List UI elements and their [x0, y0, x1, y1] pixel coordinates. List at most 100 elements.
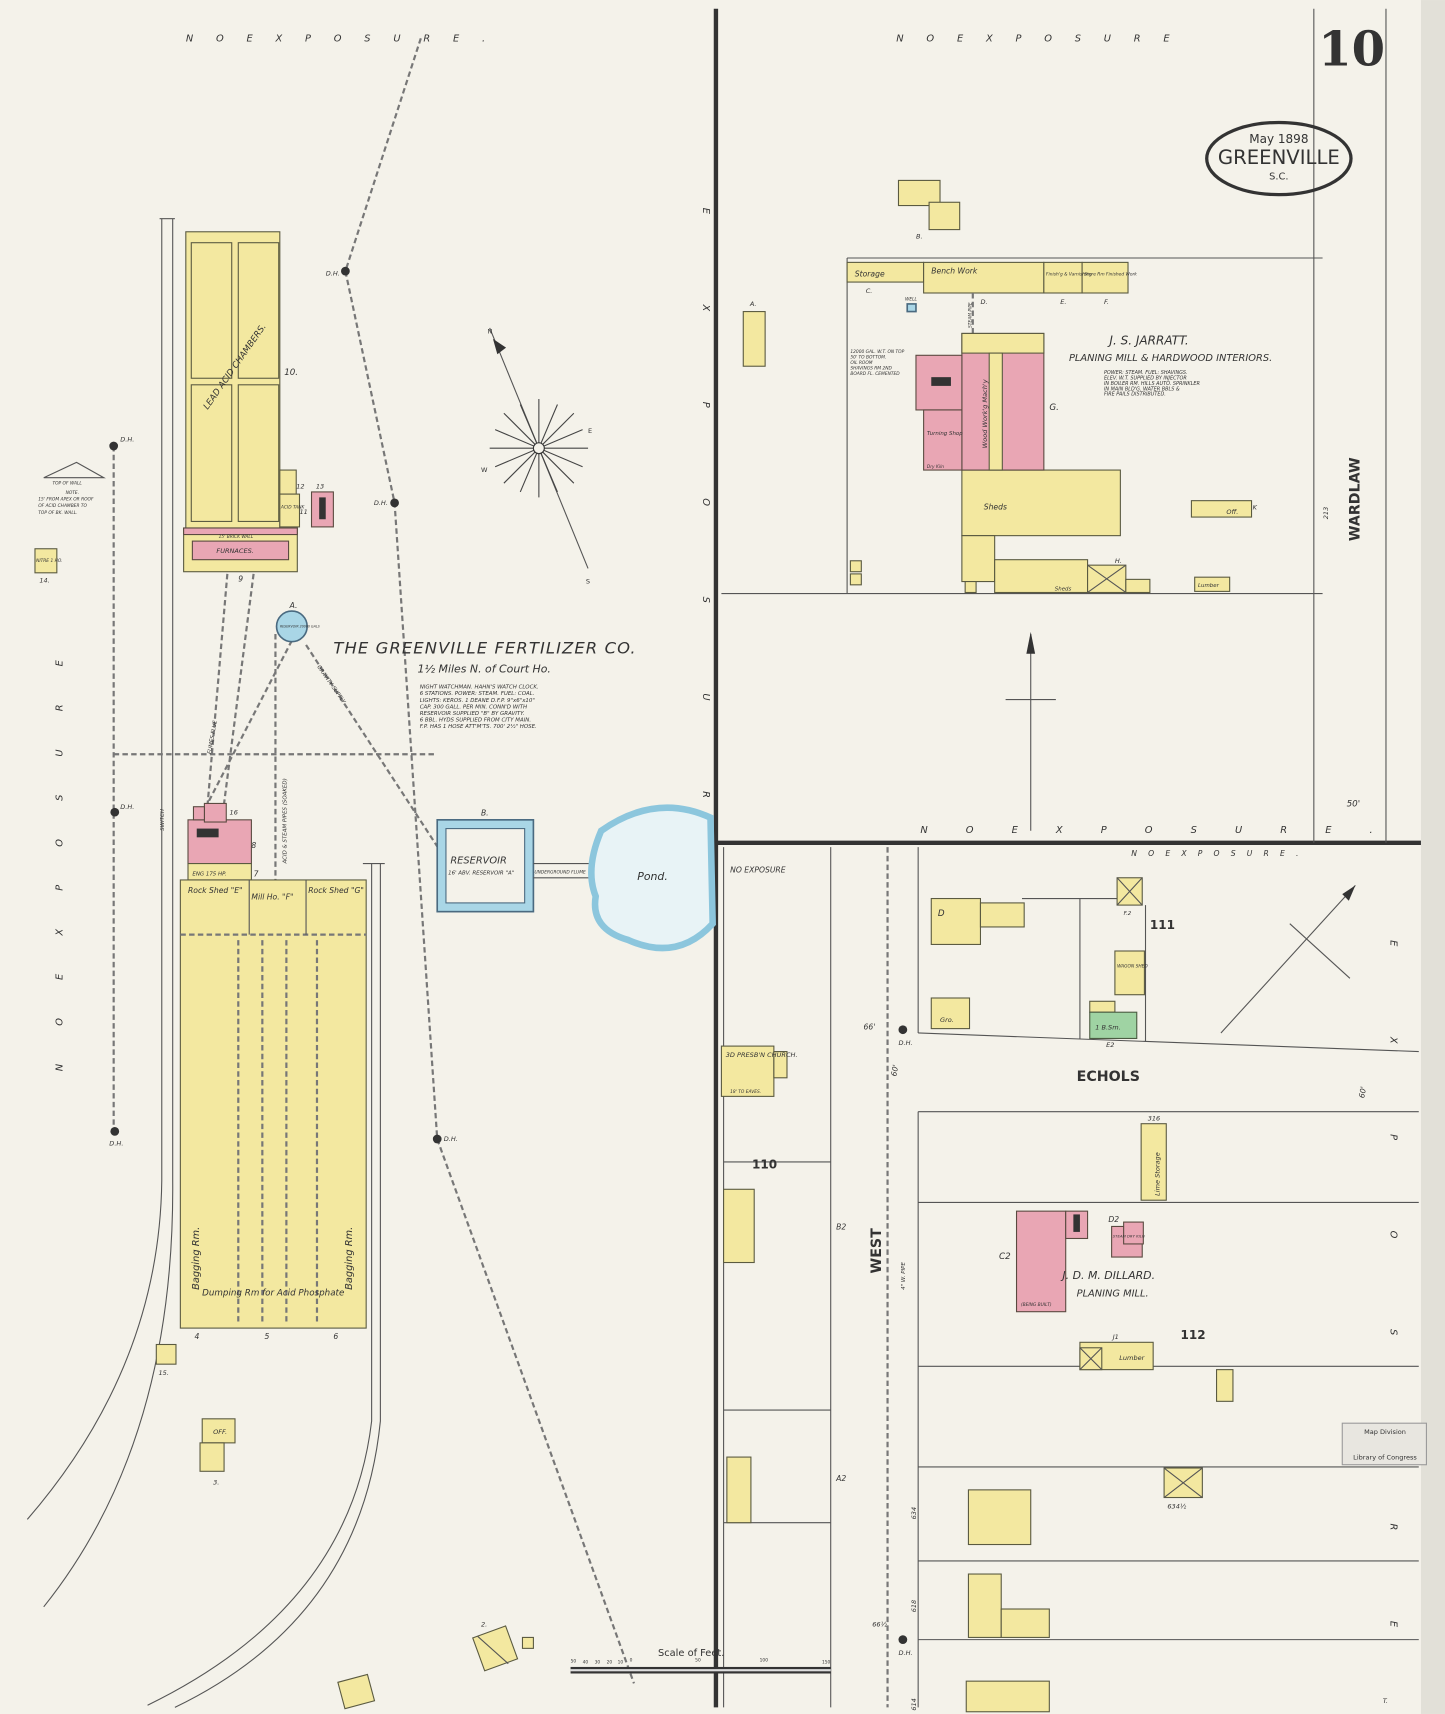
jarratt-lot-lines — [721, 257, 1323, 595]
dry-kiln-label: STEAM DRY KILN — [1113, 1233, 1145, 1238]
note-line: 6 STATIONS. POWER: STEAM. FUEL: COAL. — [420, 691, 535, 697]
d2-label: D2 — [1108, 1215, 1119, 1224]
address-316: 316 — [1148, 1114, 1161, 1122]
letter-c: C. — [866, 287, 873, 295]
office-label: Off. — [1226, 508, 1238, 516]
reservoir-b: B. RESERVOIR 16' ABV. RESERVOIR "A" UNDE… — [436, 808, 596, 913]
hydrant-icon — [109, 441, 119, 451]
sheds-label: Sheds — [1055, 586, 1072, 592]
stamp-city: GREENVILLE — [1218, 146, 1340, 169]
lumber-label: Lumber — [1119, 1354, 1145, 1362]
scale-title: Scale of Feet. — [658, 1648, 724, 1659]
jarratt-tank-note: 12000 GAL. W.T. ON TOP 50' TO BOTTOM. OI… — [850, 349, 904, 377]
letter-k: K — [1253, 503, 1258, 511]
office-k — [1190, 500, 1253, 518]
exposure-left: N O E X P O S U R E — [54, 643, 65, 1072]
address-618: 618 — [910, 1600, 918, 1613]
scale-tick: 20 — [607, 1660, 613, 1666]
hydrants: D.H. D.H. D.H. D.H. D.H. D.H. D.H. D.H. — [109, 266, 913, 1657]
pipe-label: 4" W. PIPE — [901, 1262, 907, 1290]
address-213: 213 — [1322, 507, 1330, 519]
building-number: 2. — [481, 1621, 487, 1629]
stamp-line: Map Division — [1364, 1428, 1406, 1436]
reservoir-a-label: RESERVOIR 20000 GALS — [280, 624, 320, 628]
block-110: 110 — [752, 1158, 777, 1172]
small-building — [964, 581, 977, 594]
dry-kiln-label: Dry Kiln — [927, 464, 944, 470]
finishing-label: Finish'g & Varnishing — [1046, 272, 1092, 278]
reservoir-b-label: RESERVOIR — [450, 856, 507, 867]
church-name: 3D PRESB'N CHURCH. — [726, 1051, 798, 1059]
letter-b: B. — [916, 232, 923, 240]
street-echols: ECHOLS — [1077, 1069, 1140, 1085]
sheds-label: Sheds — [984, 502, 1007, 511]
compass-rose-icon: N S E W — [481, 327, 592, 585]
scale-tick: 0 — [630, 1657, 633, 1663]
note-line: ELEV. W.T. SUPPLIED BY INJECTOR — [1104, 375, 1187, 381]
building-d-110 — [723, 1188, 755, 1264]
bagging-room-left: Bagging Rm. — [191, 1227, 202, 1290]
a2-label: A2 — [835, 1474, 846, 1483]
t-label: T. — [1383, 1697, 1388, 1705]
scale-of-feet: Scale of Feet. 50 40 30 20 10 0 50 100 1… — [570, 1648, 831, 1674]
compass-n: N — [487, 327, 492, 335]
note-line: LIGHTS: KEROS. 1 DEANE D.F.P. 9"x6"x10" — [420, 698, 535, 704]
title-stamp: May 1898 GREENVILLE S.C. — [1205, 120, 1353, 197]
lower-street-lines — [723, 847, 1419, 1708]
address-66-half: 66½ — [872, 1621, 887, 1629]
lime-storage-label: Lime Storage — [1154, 1152, 1162, 1196]
hydrant-label: D.H. — [120, 803, 134, 811]
compass-w: W — [481, 466, 488, 474]
nitre-house: NITRE 1 HO. 14. — [34, 548, 63, 585]
stable-number: 15. — [158, 1369, 168, 1377]
blacksmith-label: 1 B.Sm. — [1095, 1024, 1120, 1032]
reservoir-a: A. RESERVOIR 20000 GALS — [275, 601, 320, 643]
block-112: 112 — [1180, 1328, 1205, 1342]
note-line: CAP. 300 GALL. PER MIN. CONN'D WITH — [420, 704, 527, 710]
note-line: BOARD FL. CEMENTED — [850, 371, 900, 377]
stamp-line: Library of Congress — [1353, 1453, 1417, 1461]
store-room-label: Store Rm Finished Work — [1084, 272, 1137, 278]
hydrant-icon — [432, 1134, 442, 1144]
reservoir-b-sub: 16' ABV. RESERVOIR "A" — [448, 870, 514, 876]
stack-building-13: 13 — [310, 483, 334, 528]
note-line: POWER: STEAM. FUEL: SHAVINGS. — [1104, 370, 1188, 376]
church: 3D PRESB'N CHURCH. 18' TO EAVES. — [720, 1045, 798, 1097]
scale-tick: 150 — [822, 1660, 831, 1666]
wagon-shed-label: WAGON SHED — [1117, 963, 1148, 969]
exposure-top-right: N O E X P O S U R E — [896, 34, 1179, 45]
address-614: 614 — [910, 1698, 918, 1711]
jarratt-outbuildings: Storage Bench Work Finish'g & Varnishing… — [846, 261, 1137, 334]
exposure-top-left: N O E X P O S U R E . — [186, 34, 495, 45]
fumes-flue-label: FUMES FLUE — [207, 719, 219, 754]
dwelling — [1000, 1608, 1050, 1638]
lead-acid-chambers: LEAD ACID CHAMBERS. 10. 12 ACID TANK 11 — [185, 231, 308, 530]
exposure-middle: E X P O S U R E — [700, 208, 711, 939]
pump-house: 16 8 ENG 175 HP. 7 — [187, 802, 259, 881]
building-634-half: 634½ — [1163, 1467, 1203, 1510]
letter-d: D. — [980, 298, 987, 306]
c2-label: C2 — [999, 1252, 1011, 1262]
scale-tick: 50 — [571, 1659, 577, 1665]
small-building — [849, 560, 862, 573]
building-number: 7 — [254, 870, 259, 879]
building-d-110b — [726, 1456, 752, 1524]
hydrant-icon — [110, 807, 120, 817]
building-d-top — [897, 179, 941, 207]
note-line: 6 BBL. HYDS SUPPLIED FROM CITY MAIN. — [420, 717, 532, 723]
steam-pipe-label: STEAM PIPE — [968, 302, 974, 328]
note-line: 50' TO BOTTOM. — [850, 355, 886, 361]
note-line: FIRE PAILS DISTRIBUTED. — [1104, 392, 1166, 398]
hydrant-label: D.H. — [326, 270, 340, 278]
building-number: 8 — [251, 841, 256, 850]
note-line: OIL ROOM — [850, 360, 872, 366]
wall-note-line: NOTE. — [66, 490, 80, 496]
lime-storage — [1140, 1123, 1167, 1201]
letter-h: H. — [1115, 557, 1122, 565]
lumber-label: Lumber — [1198, 583, 1220, 589]
hydrant-label: D.H. — [374, 499, 388, 507]
office-3: OFF. 3. — [199, 1418, 236, 1486]
hydrant-icon — [898, 1025, 908, 1035]
f2-label: F.2 — [1124, 911, 1132, 917]
being-built-label: (BEING BUILT) — [1021, 1302, 1052, 1308]
